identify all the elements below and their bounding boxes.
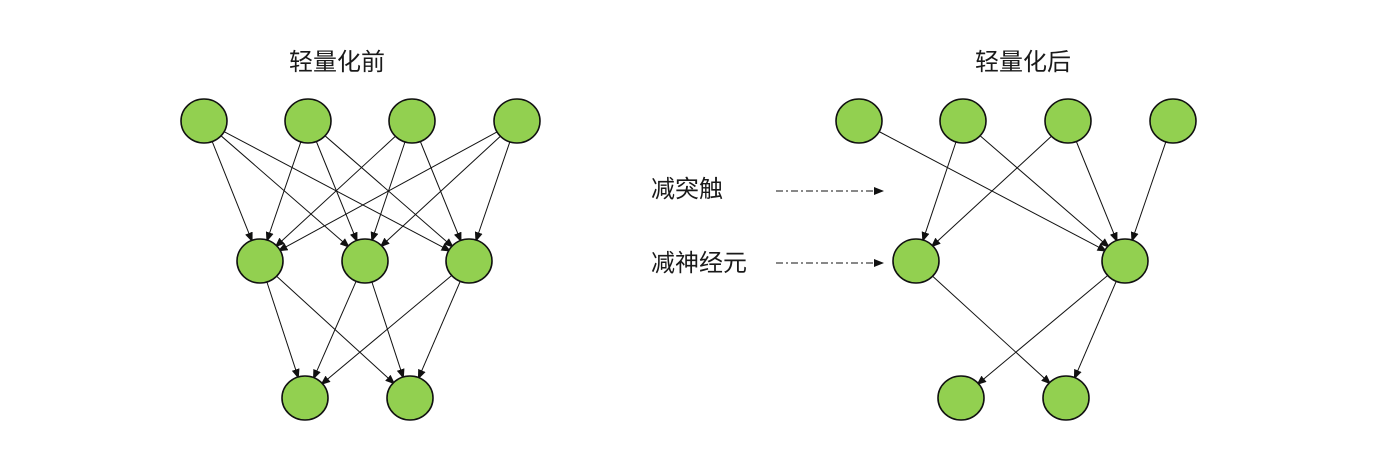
before-neuron-layer2-0 bbox=[281, 375, 329, 421]
title-after: 轻量化后 bbox=[975, 48, 1071, 76]
before-edge-0-2-to-1-0 bbox=[274, 135, 397, 248]
after-edge-0-1-to-1-0 bbox=[921, 141, 957, 243]
after-neuron-layer0-1 bbox=[939, 98, 987, 144]
after-edge-0-2-to-1-0 bbox=[930, 135, 1053, 248]
before-neuron-layer2-1 bbox=[386, 375, 434, 421]
before-neuron-layer0-1 bbox=[284, 98, 332, 144]
after-edge-0-3-to-1-1 bbox=[1130, 141, 1167, 243]
after-edge-0-2-to-1-1 bbox=[1075, 141, 1118, 243]
after-neuron-layer0-3 bbox=[1149, 98, 1197, 144]
title-before: 轻量化前 bbox=[289, 48, 385, 76]
edges-after bbox=[878, 130, 1167, 386]
nodes-after bbox=[835, 98, 1197, 421]
before-neuron-layer0-3 bbox=[493, 98, 541, 144]
after-neuron-layer2-1 bbox=[1042, 375, 1090, 421]
after-neuron-layer1-0 bbox=[892, 238, 940, 284]
before-edge-1-2-to-2-0 bbox=[320, 274, 453, 386]
before-neuron-layer1-2 bbox=[445, 238, 493, 284]
legend-label-reduce-neurons: 减神经元 bbox=[651, 249, 747, 277]
after-neuron-layer1-1 bbox=[1101, 238, 1149, 284]
edges-before bbox=[211, 130, 511, 386]
before-edge-0-0-to-1-0 bbox=[211, 141, 253, 243]
before-edge-0-1-to-1-1 bbox=[315, 141, 358, 243]
before-edge-0-1-to-1-0 bbox=[265, 141, 302, 243]
after-neuron-layer0-2 bbox=[1044, 98, 1092, 144]
after-neuron-layer0-0 bbox=[835, 98, 883, 144]
legend-label-reduce-synapses: 减突触 bbox=[651, 175, 723, 203]
before-edge-1-1-to-2-0 bbox=[312, 280, 357, 380]
before-edge-1-1-to-2-1 bbox=[371, 281, 405, 379]
before-edge-0-0-to-1-1 bbox=[220, 135, 350, 248]
before-edge-1-0-to-2-0 bbox=[266, 281, 300, 379]
after-neuron-layer2-0 bbox=[937, 375, 985, 421]
before-neuron-layer1-1 bbox=[341, 238, 389, 284]
before-neuron-layer1-0 bbox=[236, 238, 284, 284]
after-edge-1-0-to-2-1 bbox=[931, 275, 1052, 385]
after-edge-1-1-to-2-0 bbox=[976, 274, 1109, 386]
after-edge-1-1-to-2-1 bbox=[1073, 281, 1117, 380]
before-neuron-layer0-2 bbox=[388, 98, 436, 144]
before-edge-1-2-to-2-1 bbox=[417, 281, 461, 380]
after-edge-0-1-to-1-1 bbox=[979, 135, 1110, 248]
before-edge-0-3-to-1-1 bbox=[379, 135, 502, 248]
before-edge-0-3-to-1-0 bbox=[277, 131, 498, 252]
nodes-before bbox=[180, 98, 541, 421]
before-neuron-layer0-0 bbox=[180, 98, 228, 144]
before-edge-0-3-to-1-2 bbox=[474, 141, 511, 243]
